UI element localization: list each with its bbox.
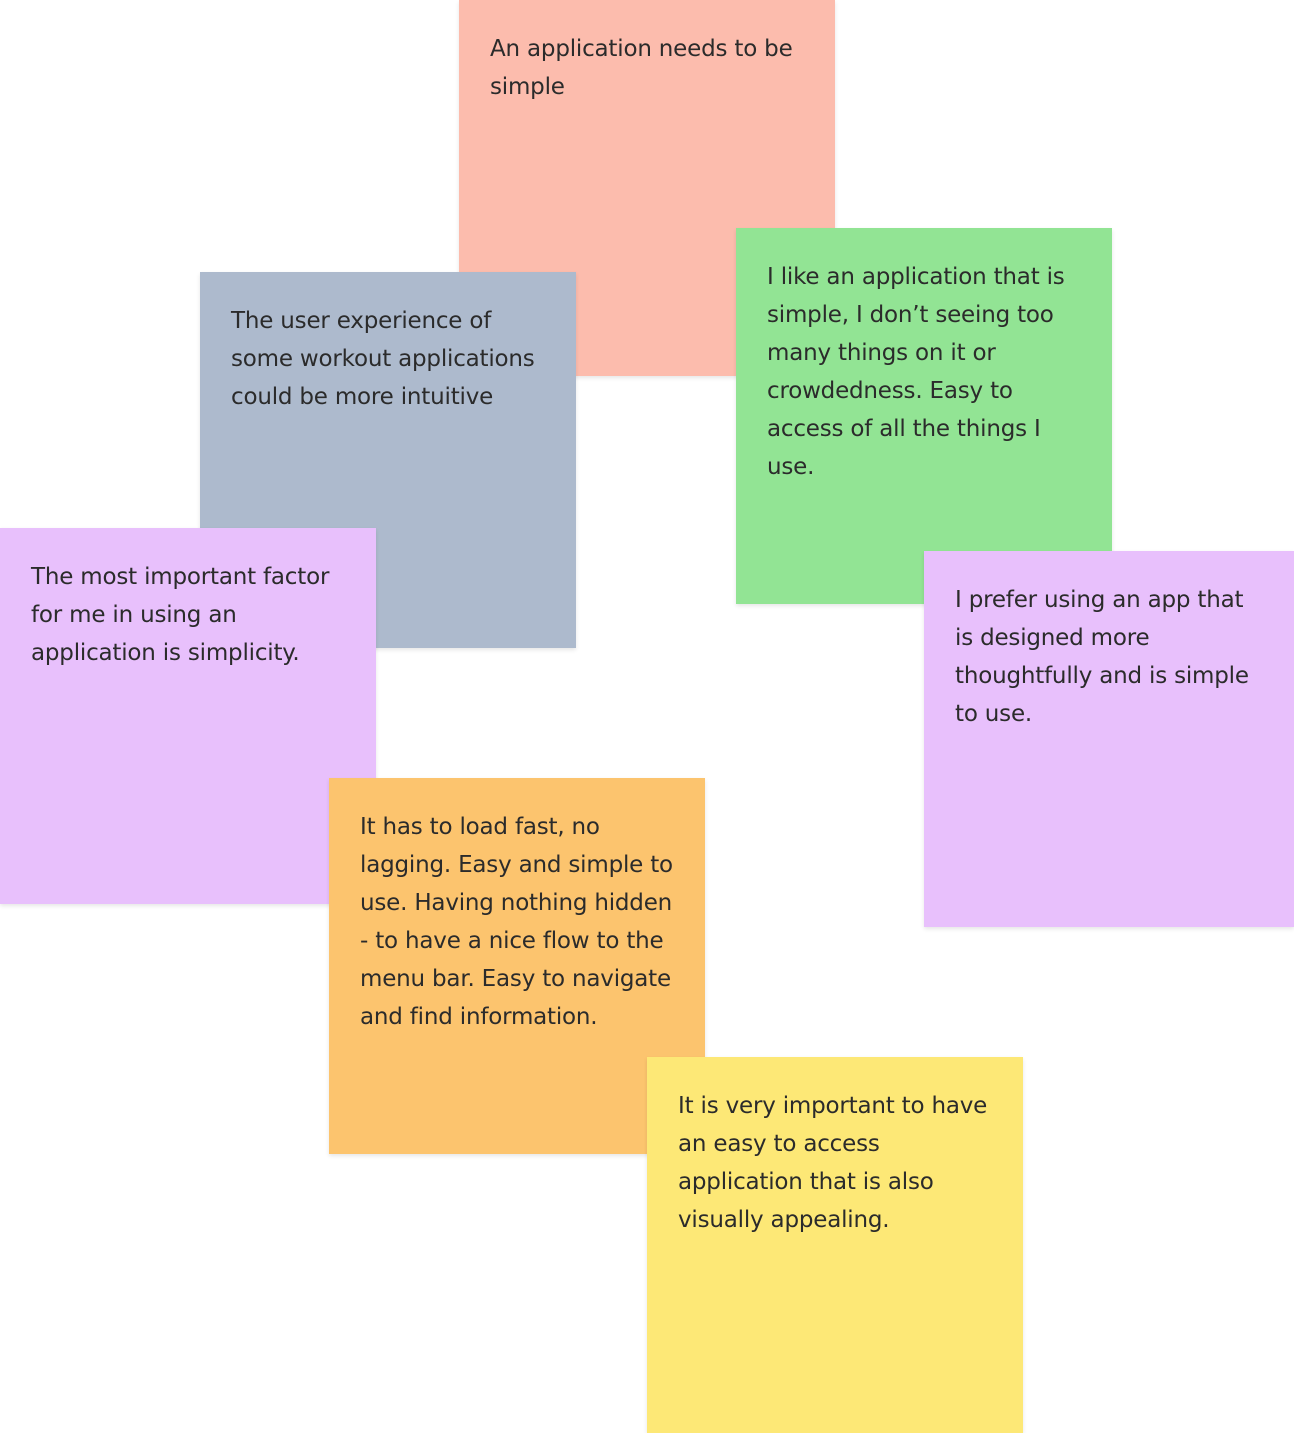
sticky-note-text: I like an application that is simple, I … [767, 264, 1065, 480]
sticky-note-load-fast[interactable]: It has to load fast, no lagging. Easy an… [329, 778, 705, 1154]
sticky-note-text: The most important factor for me in usin… [31, 564, 330, 666]
sticky-note-not-crowded[interactable]: I like an application that is simple, I … [736, 228, 1112, 604]
sticky-note-text: It is very important to have an easy to … [678, 1093, 988, 1233]
sticky-note-thoughtful-design[interactable]: I prefer using an app that is designed m… [924, 551, 1294, 927]
sticky-note-text: The user experience of some workout appl… [231, 308, 535, 410]
sticky-note-text: An application needs to be simple [490, 36, 793, 100]
sticky-note-simplicity[interactable]: The most important factor for me in usin… [0, 528, 376, 904]
sticky-note-text: I prefer using an app that is designed m… [955, 587, 1249, 727]
sticky-note-visually-appealing[interactable]: It is very important to have an easy to … [647, 1057, 1023, 1433]
sticky-note-text: It has to load fast, no lagging. Easy an… [360, 814, 673, 1030]
